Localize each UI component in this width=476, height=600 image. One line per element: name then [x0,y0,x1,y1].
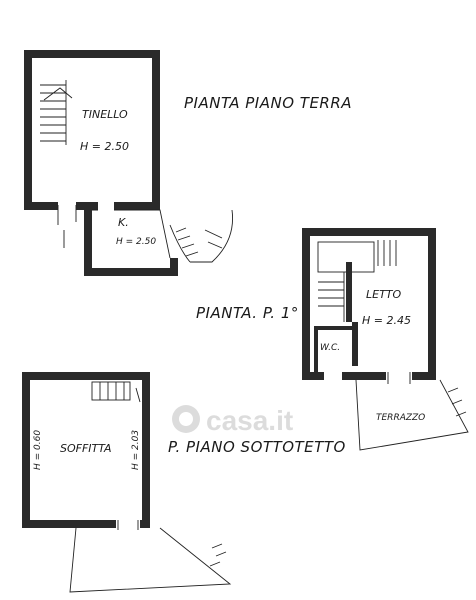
watermark: casa.it [172,405,293,436]
kitchen-label: K. [118,216,129,229]
kitchen-height-label: H = 2.50 [116,237,156,247]
ground-floor-plan [24,50,234,276]
ground-floor-title: PIANTA PIANO TERRA [184,94,352,112]
letto-height-label: H = 2.45 [362,314,411,327]
tinello-label: TINELLO [82,108,128,121]
watermark-text: casa.it [206,405,293,436]
soffitta-label: SOFFITTA [60,442,112,455]
attic-floor-plan [22,372,232,593]
soffitta-height-left-label: H = 0.60 [33,430,43,470]
attic-title: P. PIANO SOTTOTETTO [168,438,346,456]
soffitta-height-right-label: H = 2.03 [131,430,141,470]
first-floor-plan [302,228,469,451]
terrazzo-label: TERRAZZO [376,413,425,423]
tinello-height-label: H = 2.50 [80,140,129,153]
first-floor-title: PIANTA. P. 1° [196,304,299,322]
wc-label: W.C. [320,343,340,353]
letto-label: LETTO [366,288,402,301]
